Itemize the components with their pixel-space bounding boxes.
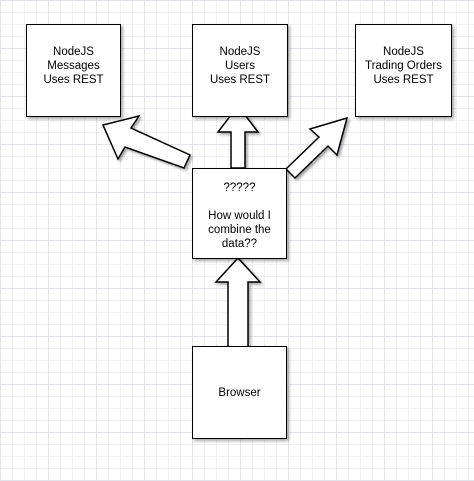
arrow-to-trading — [284, 116, 349, 180]
node-browser[interactable]: Browser — [192, 346, 287, 439]
node-browser-label: Browser — [218, 386, 261, 399]
node-aggregator-label: ????? How would I combine the data?? — [208, 182, 271, 250]
node-aggregator[interactable]: ????? How would I combine the data?? — [192, 168, 287, 259]
arrow-browser-to-middle — [214, 256, 262, 348]
node-messages-label: NodeJS Messages Uses REST — [43, 46, 104, 86]
arrow-to-users — [216, 104, 260, 169]
node-users-service[interactable]: NodeJS Users Uses REST — [192, 24, 288, 117]
arrow-to-messages — [101, 114, 191, 169]
node-trading-orders-service[interactable]: NodeJS Trading Orders Uses REST — [355, 24, 452, 117]
node-trading-orders-label: NodeJS Trading Orders Uses REST — [365, 46, 442, 86]
node-users-label: NodeJS Users Uses REST — [209, 46, 271, 86]
node-messages-service[interactable]: NodeJS Messages Uses REST — [26, 24, 121, 117]
